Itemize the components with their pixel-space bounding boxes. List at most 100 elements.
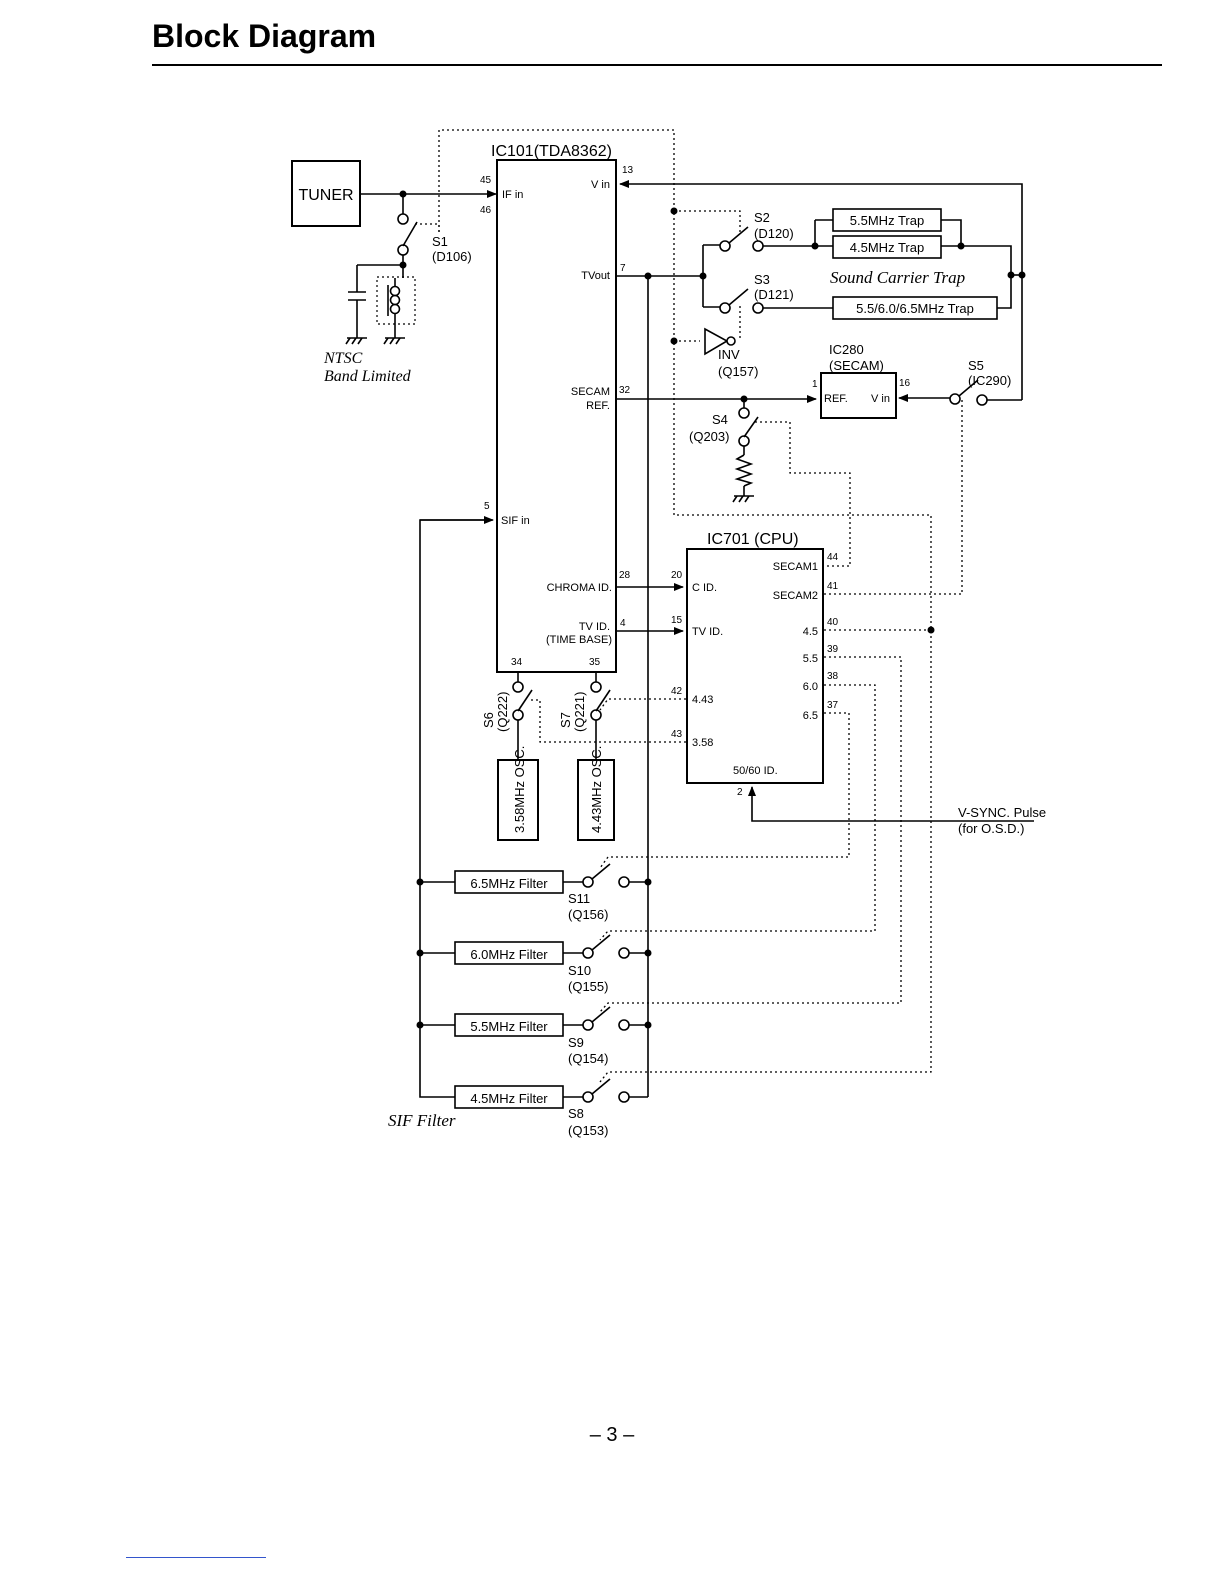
s1-label: S1 bbox=[432, 234, 448, 249]
ic701-c-id: C ID. bbox=[692, 582, 717, 594]
ic101-pin-7: 7 bbox=[620, 263, 626, 274]
filter-45-label: 4.5MHz Filter bbox=[470, 1091, 548, 1106]
osc-358-box bbox=[497, 759, 539, 841]
ic701-443: 4.43 bbox=[692, 694, 713, 706]
switch-symbols bbox=[397, 213, 988, 1103]
inv-label: INV bbox=[718, 347, 740, 362]
filter-60-label: 6.0MHz Filter bbox=[470, 947, 548, 962]
ic701-5060-id: 50/60 ID. bbox=[733, 765, 778, 777]
ic101-pin-5: 5 bbox=[484, 501, 490, 512]
s2-label: S2 bbox=[754, 210, 770, 225]
osc-358-label: 3.58MHz OSC. bbox=[512, 746, 527, 833]
ic701-pin-2: 2 bbox=[737, 787, 743, 798]
ic701-pin-44: 44 bbox=[827, 552, 839, 563]
ic101-ref: REF. bbox=[586, 400, 610, 412]
ntsc-filter bbox=[345, 276, 416, 345]
filter-65-label: 6.5MHz Filter bbox=[470, 876, 548, 891]
tuner-box bbox=[291, 160, 361, 227]
s8-part-label: (Q153) bbox=[568, 1123, 608, 1138]
ic101-pin-28: 28 bbox=[619, 570, 631, 581]
osc-443-box bbox=[577, 759, 615, 841]
filter-65-box bbox=[454, 870, 564, 894]
ic701-out-60: 6.0 bbox=[803, 681, 818, 693]
ic701-out-45: 4.5 bbox=[803, 626, 818, 638]
ic101-pin-32: 32 bbox=[619, 385, 631, 396]
s5-label: S5 bbox=[968, 358, 984, 373]
s11-label: S11 bbox=[568, 891, 590, 906]
trap-filter-boxes bbox=[454, 208, 998, 1109]
ic101-secam: SECAM bbox=[571, 386, 610, 398]
s11-part-label: (Q156) bbox=[568, 907, 608, 922]
ic101-pin-46: 46 bbox=[480, 205, 492, 216]
ic701-secam2: SECAM2 bbox=[773, 590, 818, 602]
ic280-pin-16: 16 bbox=[899, 378, 911, 389]
s8-label: S8 bbox=[568, 1106, 584, 1121]
trap-55-box bbox=[832, 208, 942, 232]
ic280-label: IC280 bbox=[829, 342, 864, 357]
ic101-sif-in: SIF in bbox=[501, 515, 530, 527]
ic101-pin-4: 4 bbox=[620, 618, 626, 629]
ic280-ref: REF. bbox=[824, 393, 848, 405]
ic280-box bbox=[820, 372, 897, 419]
ic701-box bbox=[686, 548, 824, 784]
s7-part-label: (Q221) bbox=[572, 692, 587, 732]
s1-part-label: (D106) bbox=[432, 249, 472, 264]
ic701-358: 3.58 bbox=[692, 737, 713, 749]
ic701-pin-43: 43 bbox=[671, 729, 683, 740]
sound-carrier-trap-label: Sound Carrier Trap bbox=[830, 268, 965, 287]
ic701-secam1: SECAM1 bbox=[773, 561, 818, 573]
s6-label: S6 bbox=[481, 712, 496, 728]
ic701-pin-15: 15 bbox=[671, 615, 683, 626]
ntsc-label: NTSC bbox=[323, 350, 363, 367]
s7-label: S7 bbox=[558, 712, 573, 728]
ic701-pin-38: 38 bbox=[827, 671, 839, 682]
s9-label: S9 bbox=[568, 1035, 584, 1050]
ic101-time-base: (TIME BASE) bbox=[546, 634, 612, 646]
trap-45-label: 4.5MHz Trap bbox=[850, 240, 924, 255]
ic101-v-in: V in bbox=[591, 179, 610, 191]
ic701-tv-id: TV ID. bbox=[692, 626, 723, 638]
control-lines bbox=[415, 129, 963, 1083]
ic701-pin-41: 41 bbox=[827, 581, 839, 592]
ic701-pin-40: 40 bbox=[827, 617, 839, 628]
page-number: – 3 – bbox=[589, 1424, 635, 1446]
page-title: Block Diagram bbox=[152, 18, 377, 54]
ic701-pin-39: 39 bbox=[827, 644, 839, 655]
for-osd-label: (for O.S.D.) bbox=[958, 821, 1024, 836]
ic101-box bbox=[496, 159, 617, 673]
s4-resistor bbox=[732, 454, 754, 503]
ic701-label: IC701 (CPU) bbox=[707, 531, 799, 548]
vsync-label: V-SYNC. Pulse bbox=[958, 805, 1046, 820]
junction-dots bbox=[399, 190, 1026, 1029]
ic101-pin-45: 45 bbox=[480, 175, 492, 186]
s9-part-label: (Q154) bbox=[568, 1051, 608, 1066]
tuner-label: TUNER bbox=[298, 187, 353, 204]
ic701-out-55: 5.5 bbox=[803, 653, 818, 665]
inv-part-label: (Q157) bbox=[718, 364, 758, 379]
filter-55-box bbox=[454, 1013, 564, 1037]
filter-55-label: 5.5MHz Filter bbox=[470, 1019, 548, 1034]
ic701-pin-37: 37 bbox=[827, 700, 839, 711]
ic701-pin-20: 20 bbox=[671, 570, 683, 581]
s10-part-label: (Q155) bbox=[568, 979, 608, 994]
trap-multi-label: 5.5/6.0/6.5MHz Trap bbox=[856, 301, 974, 316]
ic101-tvout: TVout bbox=[581, 270, 610, 282]
bottom-link-underline bbox=[126, 1557, 266, 1558]
s6-part-label: (Q222) bbox=[495, 692, 510, 732]
s4-part-label: (Q203) bbox=[689, 429, 729, 444]
s4-label: S4 bbox=[712, 412, 728, 427]
band-limited-label: Band Limited bbox=[324, 368, 412, 385]
trap-45-box bbox=[832, 235, 942, 259]
s5-part-label: (IC290) bbox=[968, 373, 1011, 388]
inverter-symbol bbox=[704, 327, 736, 356]
trap-55-label: 5.5MHz Trap bbox=[850, 213, 924, 228]
s3-part-label: (D121) bbox=[754, 287, 794, 302]
s2-part-label: (D120) bbox=[754, 226, 794, 241]
s3-label: S3 bbox=[754, 272, 770, 287]
filter-60-box bbox=[454, 941, 564, 965]
ic101-tv-id: TV ID. bbox=[579, 621, 610, 633]
ic280-v-in: V in bbox=[871, 393, 890, 405]
block-boxes bbox=[291, 159, 897, 841]
ic101-pin-13: 13 bbox=[622, 165, 634, 176]
